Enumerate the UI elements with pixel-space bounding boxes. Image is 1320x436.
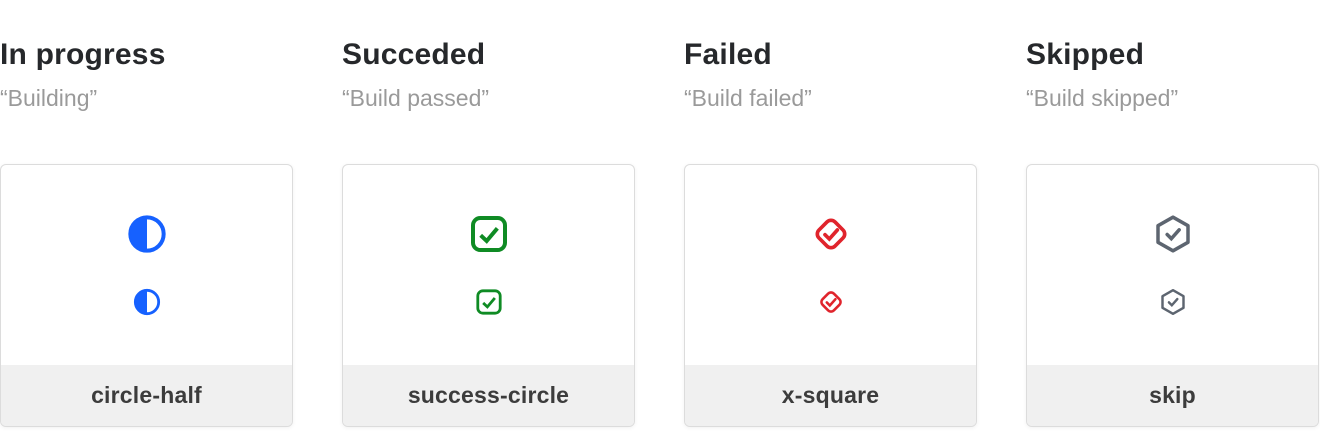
icon-name-footer: skip — [1027, 365, 1318, 426]
column-subtitle: “Build failed” — [684, 85, 812, 111]
icon-name-label: success-circle — [407, 382, 570, 408]
check-square-icon — [475, 288, 503, 316]
column-heading: In progress — [0, 38, 166, 71]
icon-name-footer: success-circle — [343, 365, 634, 426]
icon-preview-area — [685, 165, 976, 365]
icon-card: x-square — [684, 164, 977, 427]
circle-half-icon — [127, 214, 167, 254]
column-heading: Succeded — [342, 38, 486, 71]
check-square-icon — [469, 214, 509, 254]
column-heading: Failed — [684, 38, 772, 71]
status-columns-grid: In progress “Building” — [0, 38, 1319, 427]
column-skipped: Skipped “Build skipped” — [1026, 38, 1319, 427]
icon-name-footer: x-square — [685, 365, 976, 426]
icon-name-label: circle-half — [91, 382, 202, 408]
icon-name-footer: circle-half — [1, 365, 292, 426]
icon-card: skip — [1026, 164, 1319, 427]
check-hexagon-icon — [1153, 214, 1193, 254]
check-diamond-icon — [817, 288, 845, 316]
icon-preview-area — [1, 165, 292, 365]
column-heading: Skipped — [1026, 38, 1145, 71]
column-failed: Failed “Build failed” — [684, 38, 977, 427]
check-hexagon-icon — [1159, 288, 1187, 316]
column-in-progress: In progress “Building” — [0, 38, 293, 427]
column-succeeded: Succeded “Build passed” — [342, 38, 635, 427]
column-subtitle: “Build skipped” — [1026, 85, 1179, 111]
check-diamond-icon — [811, 214, 851, 254]
icon-preview-area — [1027, 165, 1318, 365]
icon-card: success-circle — [342, 164, 635, 427]
icon-card: circle-half — [0, 164, 293, 427]
icon-preview-area — [343, 165, 634, 365]
column-subtitle: “Building” — [0, 85, 98, 111]
circle-half-icon — [133, 288, 161, 316]
icon-name-label: skip — [1149, 382, 1196, 408]
icon-name-label: x-square — [781, 382, 880, 408]
column-subtitle: “Build passed” — [342, 85, 490, 111]
